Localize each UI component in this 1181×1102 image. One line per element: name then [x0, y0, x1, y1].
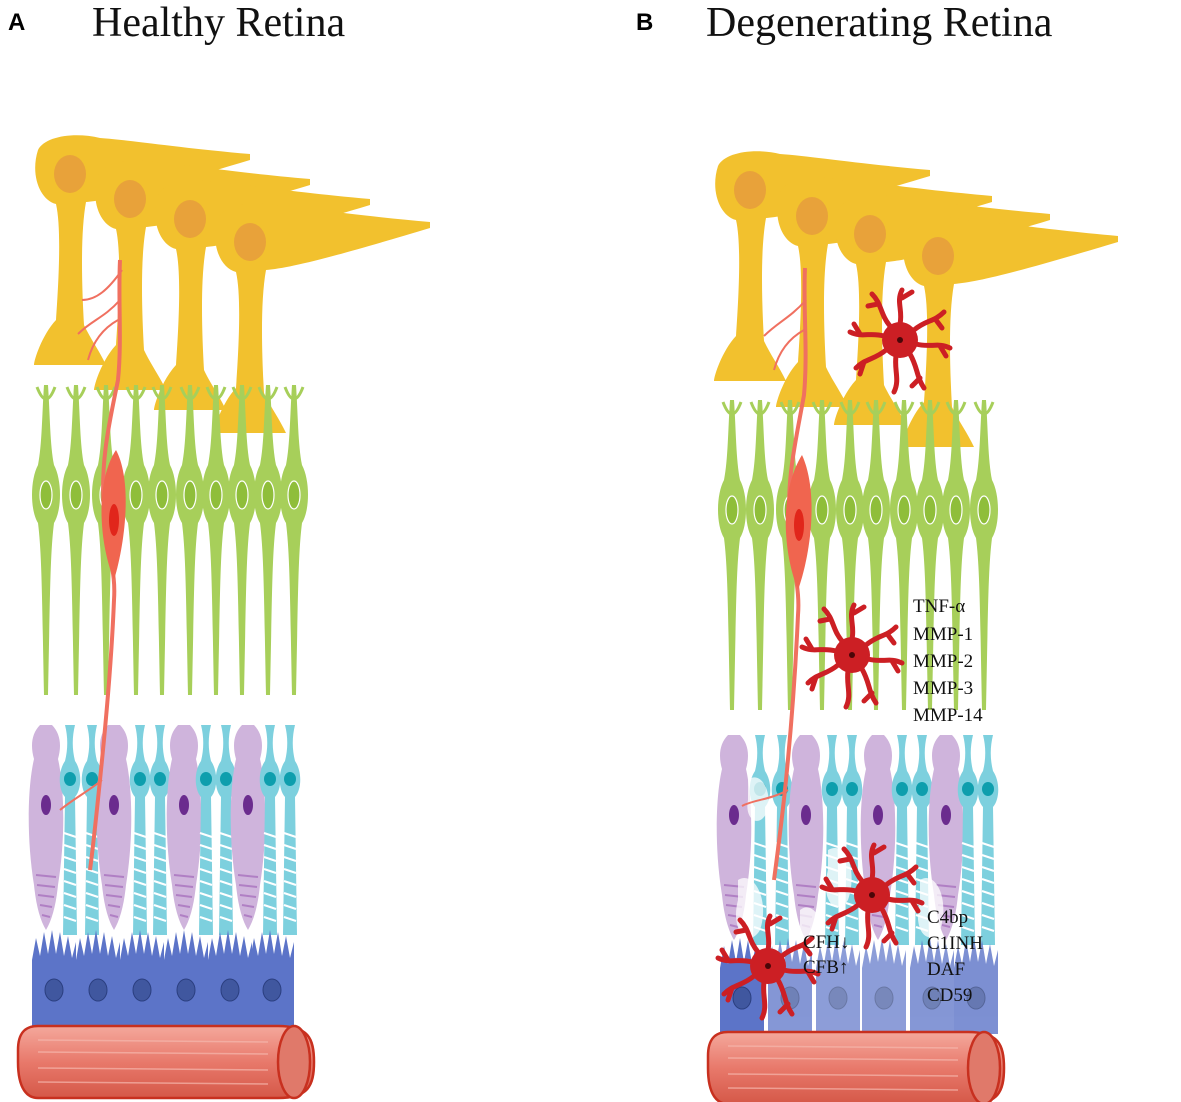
rpe-cell — [163, 929, 209, 1027]
cone-cell — [229, 724, 267, 931]
bipolar-cell-layer — [30, 383, 310, 697]
ganglion-cell — [214, 203, 430, 433]
bipolar-cell — [744, 398, 776, 712]
rpe-cell — [861, 937, 907, 1035]
rpe-cell — [31, 929, 77, 1027]
panel-b-letter: B — [636, 9, 653, 36]
complement-label: CD59 — [927, 985, 972, 1006]
complement-label: C1INH — [927, 933, 983, 954]
bipolar-cell — [60, 383, 92, 697]
rod-cell — [128, 724, 152, 936]
bipolar-cell — [146, 383, 178, 697]
cone-cell — [165, 724, 203, 931]
bipolar-cell — [30, 383, 62, 697]
bipolar-cell — [120, 383, 152, 697]
complement-label: DAF — [927, 959, 965, 980]
complement-label: CFB↑ — [803, 957, 848, 978]
bipolar-cell — [174, 383, 206, 697]
marker-label: MMP-3 — [913, 678, 973, 699]
panel-a-title: Healthy Retina — [92, 0, 345, 46]
bipolar-cell — [716, 398, 748, 712]
bipolar-cell — [968, 398, 1000, 712]
microglia-marker-list: TNF-α MMP-1 MMP-2 MMP-3 MMP-14 — [913, 596, 983, 726]
panel-b-title: Degenerating Retina — [706, 0, 1053, 46]
cone-cell — [27, 724, 65, 931]
rpe-layer — [31, 929, 295, 1027]
panel-a: A Healthy Retina — [8, 0, 430, 1100]
ganglion-cell-layer — [714, 151, 1118, 447]
choroid-vessel — [706, 1030, 1006, 1102]
rpe-cell — [249, 929, 295, 1027]
marker-label: MMP-2 — [913, 651, 973, 672]
marker-label: MMP-14 — [913, 705, 983, 726]
complement-label: C4bp — [927, 907, 968, 928]
rpe-cell — [119, 929, 165, 1027]
muller-glia — [741, 267, 812, 881]
complement-regulator-list-right: C4bp C1INH DAF CD59 — [927, 907, 983, 1006]
choroid-vessel — [16, 1024, 316, 1100]
panel-a-letter: A — [8, 9, 25, 36]
photoreceptor-layer — [27, 724, 302, 936]
marker-label: MMP-1 — [913, 624, 973, 645]
panel-b: B Degenerating Retina — [636, 0, 1118, 1102]
rpe-cell — [207, 929, 253, 1027]
complement-regulator-list-left: CFH↓ CFB↑ — [803, 932, 849, 978]
muller-glia — [59, 259, 126, 871]
bipolar-cell — [806, 398, 838, 712]
complement-label: CFH↓ — [803, 932, 849, 953]
rod-cell — [278, 724, 302, 936]
rpe-cell — [75, 929, 121, 1027]
rod-cell — [976, 734, 1000, 946]
marker-label: TNF-α — [913, 596, 965, 617]
